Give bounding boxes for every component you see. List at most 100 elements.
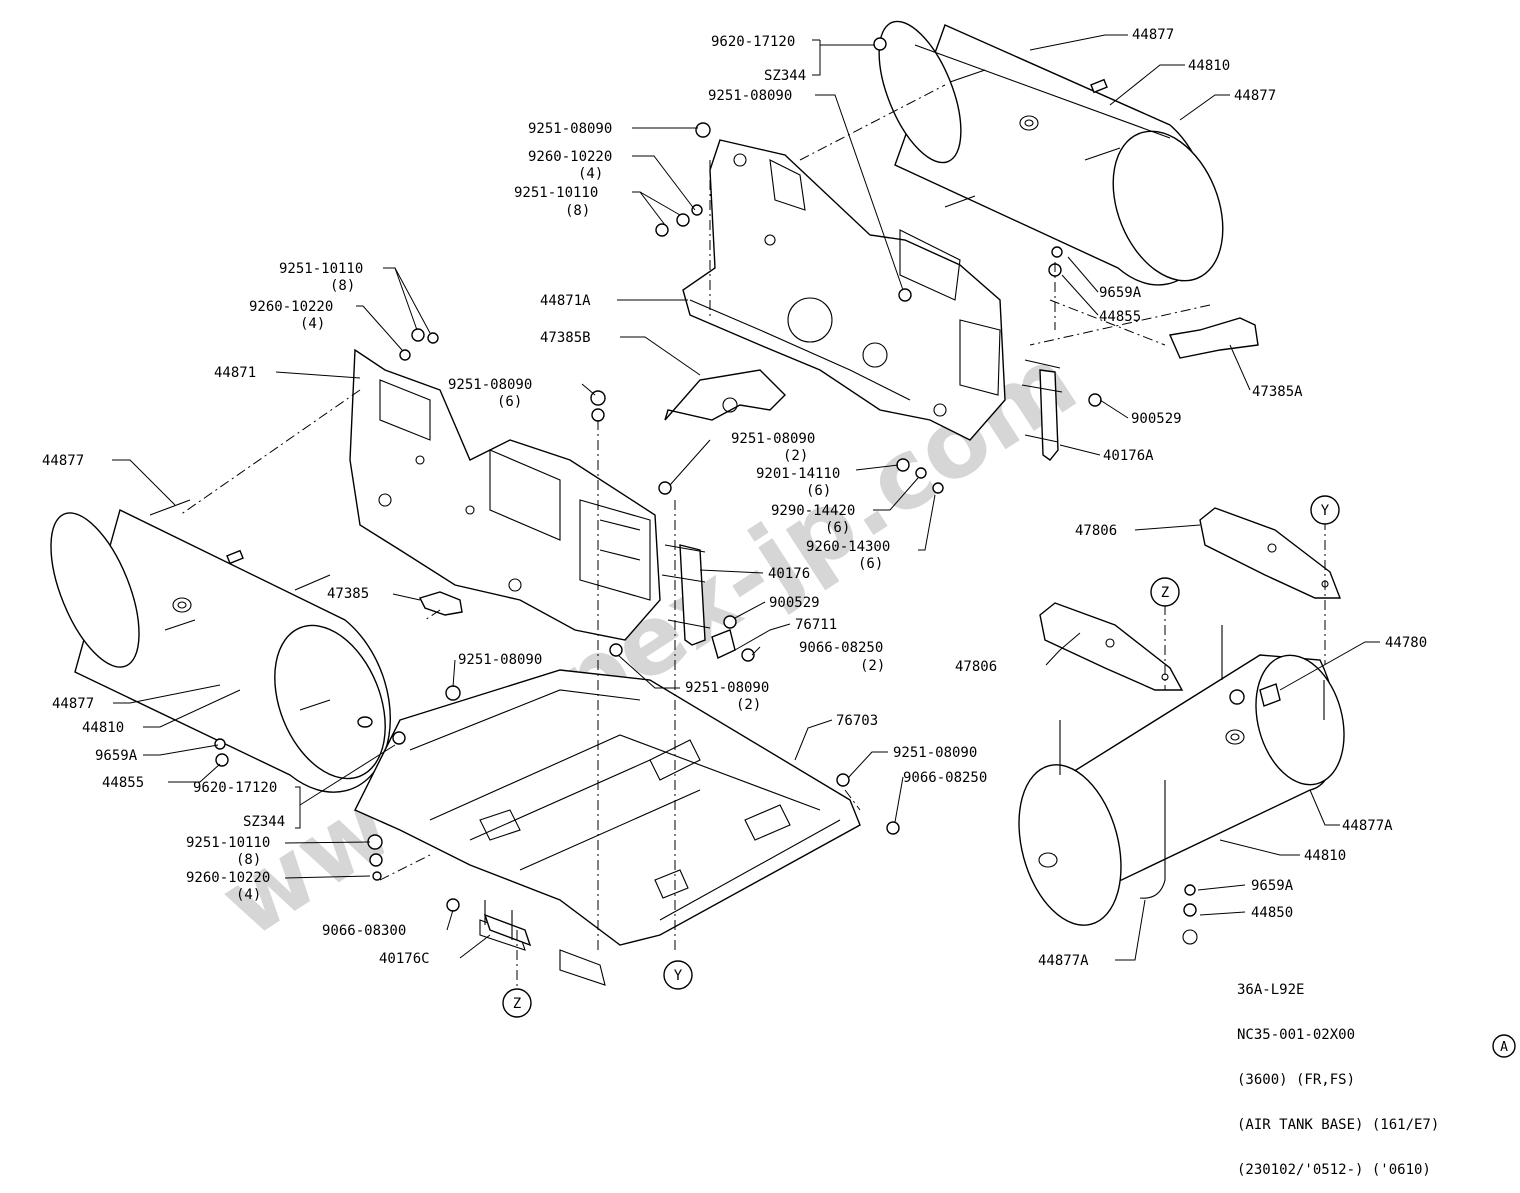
reference-line-3: (3600) (FR,FS) [1237, 1072, 1356, 1088]
reference-line-4: (AIR TANK BASE) (161/E7) [1237, 1117, 1440, 1133]
label-sz344-top: SZ344 [764, 68, 806, 84]
label-44877-l2: 44877 [52, 696, 94, 712]
label-44810-br: 44810 [1304, 848, 1346, 864]
label-76711: 76711 [795, 617, 837, 633]
label-44877a-r: 44877A [1342, 818, 1393, 834]
label-44810-tr: 44810 [1188, 58, 1230, 74]
label-qty-6-g: (6) [858, 556, 883, 572]
label-44877-tr1: 44877 [1132, 27, 1174, 43]
label-9251-08090-a: 9251-08090 [708, 88, 792, 104]
part-labels: 9620-17120 SZ344 44877 44810 44877 9251-… [42, 27, 1427, 969]
label-44877-l1: 44877 [42, 453, 84, 469]
label-9620-17120-top: 9620-17120 [711, 34, 795, 50]
label-9066-08250-a: 9066-08250 [799, 640, 883, 656]
reference-line-1: 36A-L92E [1237, 982, 1305, 998]
label-9251-10110-a: 9251-10110 [514, 185, 598, 201]
label-9251-08090-d: 9251-08090 [731, 431, 815, 447]
label-sz344-bot: SZ344 [243, 814, 285, 830]
label-qty-8-b: (8) [330, 278, 355, 294]
label-qty-2-f: (2) [736, 697, 761, 713]
frame-bracket-44871 [349, 348, 661, 641]
label-9251-08090-f: 9251-08090 [685, 680, 769, 696]
label-qty-4-b: (4) [300, 316, 325, 332]
label-qty-8-c: (8) [236, 852, 261, 868]
label-47385: 47385 [327, 586, 369, 602]
stud-bracket-40176c [483, 900, 532, 947]
label-9659a-tr: 9659A [1099, 285, 1142, 301]
clamp-47385 [419, 591, 463, 616]
callout-a: A [1492, 1034, 1516, 1058]
bracket-47806-top [1199, 507, 1342, 599]
label-9251-08090-c: 9251-08090 [448, 377, 532, 393]
label-40176: 40176 [768, 566, 810, 582]
callout-y-top-text: Y [1321, 503, 1330, 519]
label-47806-mid: 47806 [955, 659, 997, 675]
label-qty-6-e: (6) [806, 483, 831, 499]
air-tank-bottom-right [1018, 625, 1345, 926]
label-qty-2-h: (2) [860, 658, 885, 674]
label-qty-2-d: (2) [783, 448, 808, 464]
label-47806-top: 47806 [1075, 523, 1117, 539]
label-9260-10220-b: 9260-10220 [249, 299, 333, 315]
label-9251-08090-g: 9251-08090 [893, 745, 977, 761]
label-9251-10110-c: 9251-10110 [186, 835, 270, 851]
callout-z-bottom-text: Z [513, 996, 521, 1012]
label-9260-10220-c: 9260-10220 [186, 870, 270, 886]
label-qty-4-c: (4) [236, 887, 261, 903]
air-tank-top-right [878, 20, 1224, 286]
callout-z-top-text: Z [1161, 585, 1169, 601]
bracket-47806-mid [1039, 602, 1184, 691]
label-9251-10110-b: 9251-10110 [279, 261, 363, 277]
reference-line-5: (230102/'0512-) ('0610) [1237, 1162, 1431, 1178]
label-44780: 44780 [1385, 635, 1427, 651]
callout-a-text: A [1500, 1040, 1508, 1055]
callout-y-bottom-text: Y [674, 968, 683, 984]
label-44855-l: 44855 [102, 775, 144, 791]
label-76703: 76703 [836, 713, 878, 729]
label-44855-tr: 44855 [1099, 309, 1141, 325]
label-900529-r: 900529 [1131, 411, 1182, 427]
callout-y-top: Y [1310, 495, 1340, 525]
clamp-47385a [1169, 317, 1259, 359]
stud-bracket-40176a [1021, 359, 1102, 461]
center-lines [179, 84, 1326, 990]
label-9659a-l: 9659A [95, 748, 138, 764]
base-plate-76703 [354, 669, 861, 986]
label-9620-17120-bot: 9620-17120 [193, 780, 277, 796]
label-44850: 44850 [1251, 905, 1293, 921]
label-44810-l: 44810 [82, 720, 124, 736]
label-9260-14300: 9260-14300 [806, 539, 890, 555]
reference-line-2: NC35-001-02X00 [1237, 1027, 1356, 1043]
label-9290-14420: 9290-14420 [771, 503, 855, 519]
label-44877-tr2: 44877 [1234, 88, 1276, 104]
label-900529-m: 900529 [769, 595, 820, 611]
label-44871: 44871 [214, 365, 256, 381]
frame-bracket-44871a [682, 139, 1006, 441]
label-9251-08090-b: 9251-08090 [528, 121, 612, 137]
label-47385b: 47385B [540, 330, 591, 346]
label-qty-4-a: (4) [578, 166, 603, 182]
label-9066-08300: 9066-08300 [322, 923, 406, 939]
label-9659a-br: 9659A [1251, 878, 1294, 894]
label-9066-08250-b: 9066-08250 [903, 770, 987, 786]
callout-z-top: Z [1150, 577, 1180, 607]
label-9251-08090-e: 9251-08090 [458, 652, 542, 668]
label-qty-8-a: (8) [565, 203, 590, 219]
diagram-reference-block: 36A-L92E NC35-001-02X00 (3600) (FR,FS) (… [1237, 953, 1439, 1193]
callout-z-bottom: Z [502, 988, 532, 1018]
callout-y-bottom: Y [663, 960, 693, 990]
label-qty-6-c: (6) [497, 394, 522, 410]
label-44877a-b: 44877A [1038, 953, 1089, 969]
label-9260-10220-a: 9260-10220 [528, 149, 612, 165]
label-9201-14110: 9201-14110 [756, 466, 840, 482]
label-qty-6-f: (6) [825, 520, 850, 536]
label-44871a: 44871A [540, 293, 591, 309]
stud-bracket-40176 [661, 544, 755, 662]
label-40176a: 40176A [1103, 448, 1154, 464]
clamp-47385b [664, 369, 786, 421]
label-40176c: 40176C [379, 951, 430, 967]
label-47385a: 47385A [1252, 384, 1303, 400]
parts-diagram: www.mpex-jp.com [42, 20, 1516, 1058]
fasteners [214, 37, 1245, 945]
air-tank-left [50, 499, 391, 793]
